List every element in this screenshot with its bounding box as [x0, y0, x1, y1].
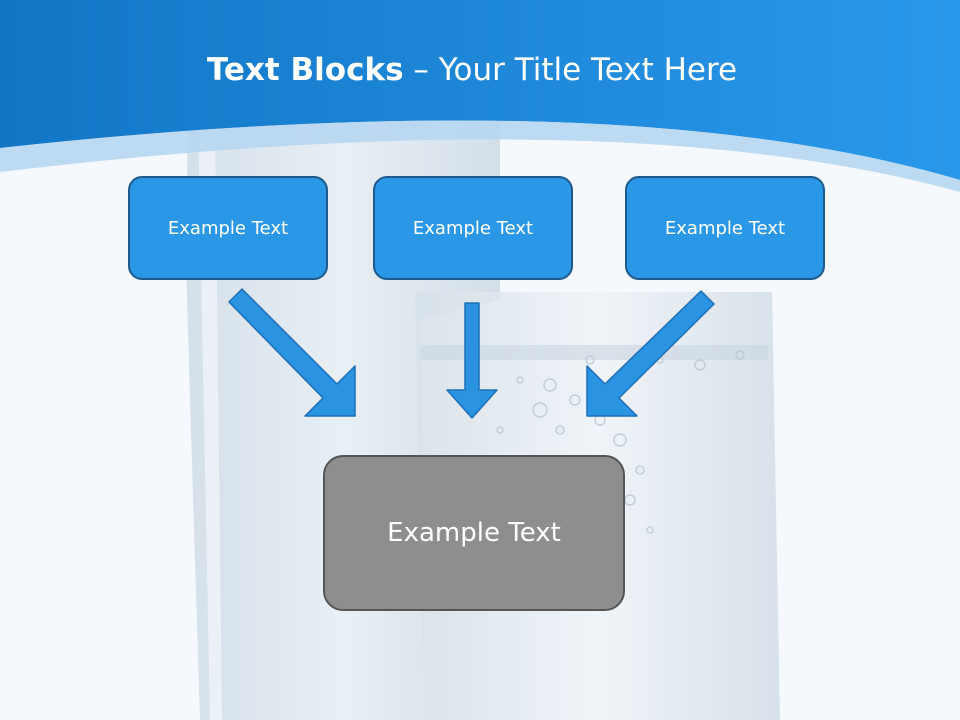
- text-block-3: Example Text: [625, 176, 825, 280]
- slide-title: Text Blocks – Your Title Text Here: [0, 52, 944, 88]
- arrow-right: [586, 290, 715, 417]
- title-dash: –: [403, 52, 439, 88]
- title-bold: Text Blocks: [206, 52, 404, 88]
- text-block-2-label: Example Text: [412, 217, 534, 239]
- text-block-2: Example Text: [373, 176, 573, 280]
- center-text-block: Example Text: [323, 455, 625, 611]
- arrow-left: [228, 288, 356, 417]
- text-block-1-label: Example Text: [167, 217, 289, 239]
- arrow-center: [446, 302, 498, 419]
- text-block-1: Example Text: [128, 176, 328, 280]
- text-block-3-label: Example Text: [664, 217, 786, 239]
- title-rest: Your Title Text Here: [438, 52, 738, 88]
- center-text-block-label: Example Text: [387, 518, 561, 548]
